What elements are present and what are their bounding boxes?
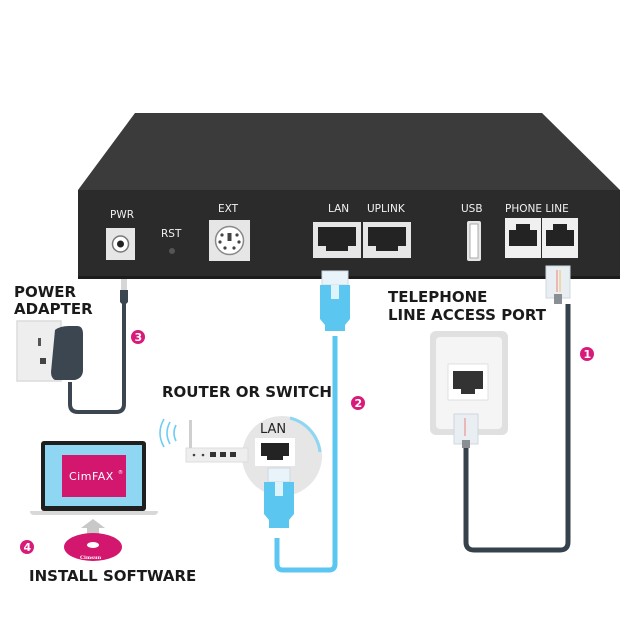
step-number-1: 1 [584, 348, 592, 361]
step-number-4: 4 [24, 541, 32, 554]
step-number-2: 2 [355, 397, 363, 410]
cimfax-screen-logo [62, 455, 126, 497]
telephone-group: TELEPHONE LINE ACCESS PORT 1 [388, 265, 594, 553]
port-label-pwr: PWR [110, 209, 134, 221]
port-label-phone-line: PHONE LINE [505, 203, 569, 215]
power-adapter-label-line1: POWER [14, 283, 77, 301]
uplink-port[interactable] [363, 222, 411, 258]
telephone-cable [463, 304, 571, 553]
line-port[interactable] [542, 218, 578, 258]
disc-label: Cimsun [80, 555, 102, 561]
router-icon [185, 447, 249, 463]
step-badge-1 [580, 347, 594, 361]
step-badge-2 [351, 396, 365, 410]
device-top [78, 113, 620, 190]
lan-cable [274, 336, 338, 573]
port-label-lan: LAN [328, 203, 349, 215]
cimfax-brand-text: CimFAX [69, 470, 114, 483]
step-badge-3 [131, 330, 145, 344]
telephone-label-line2: LINE ACCESS PORT [388, 306, 547, 324]
router-lan-label: LAN [260, 422, 286, 437]
step-number-3: 3 [135, 331, 143, 344]
router-label: ROUTER OR SWITCH [162, 383, 332, 401]
power-cable [68, 304, 126, 414]
install-software-label: INSTALL SOFTWARE [29, 567, 196, 585]
port-label-usb: USB [461, 203, 483, 215]
lan-port[interactable] [313, 222, 361, 258]
lan-cable-group: LAN 2 [242, 270, 365, 573]
power-adapter-icon [51, 326, 83, 380]
port-label-uplink: UPLINK [367, 203, 406, 215]
port-label-rst: RST [161, 228, 182, 240]
step-badge-4 [20, 540, 34, 554]
router-group: ROUTER OR SWITCH [159, 383, 332, 463]
wifi-signal-icon [159, 418, 177, 448]
ext-port[interactable] [209, 220, 250, 261]
power-adapter-group: POWER ADAPTER 3 [14, 279, 145, 414]
install-software-group: CimFAX ® Cimsun 4 INSTALL SOFTWARE [20, 441, 196, 585]
power-adapter-label-line2: ADAPTER [14, 300, 93, 318]
usb-port[interactable] [467, 221, 481, 261]
port-label-ext: EXT [218, 203, 239, 215]
fax-server-device: PWR RST EXT LAN UPLINK [78, 113, 620, 279]
telephone-label-line1: TELEPHONE [388, 288, 487, 306]
laptop-base [30, 511, 158, 515]
phone-port[interactable] [505, 218, 541, 258]
reset-button[interactable] [169, 248, 175, 254]
power-jack[interactable] [106, 228, 135, 260]
registered-mark: ® [118, 469, 123, 476]
install-arrow-icon [81, 519, 105, 536]
